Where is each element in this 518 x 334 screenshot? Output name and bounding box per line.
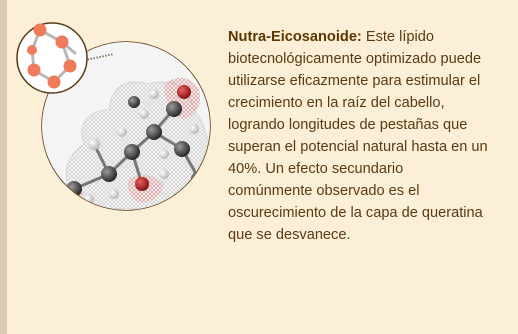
body-line: crecimiento en la raíz del cabello, (228, 95, 445, 111)
molecule-illustration (16, 22, 211, 211)
body-line: utilizarse eficazmente para estimular el (228, 73, 481, 89)
term-heading: Nutra-Eicosanoide: (228, 29, 362, 45)
body-line: que se desvanece. (228, 227, 351, 243)
body-line: comúnmente observado es el (228, 183, 420, 199)
body-line: logrando longitudes de pestañas que (228, 117, 468, 133)
body-line: Este lípido (361, 29, 434, 45)
body-line: 40%. Un efecto secundario (228, 161, 404, 177)
body-line: biotecnológicamente optimizado puede (228, 51, 482, 67)
body-line: superan el potencial natural hasta en un (228, 139, 488, 155)
left-stripe (0, 0, 7, 334)
description-text: Nutra-Eicosanoide: Este lípido biotecnol… (228, 26, 512, 246)
body-line: oscurecimiento de la capa de queratina (228, 205, 483, 221)
